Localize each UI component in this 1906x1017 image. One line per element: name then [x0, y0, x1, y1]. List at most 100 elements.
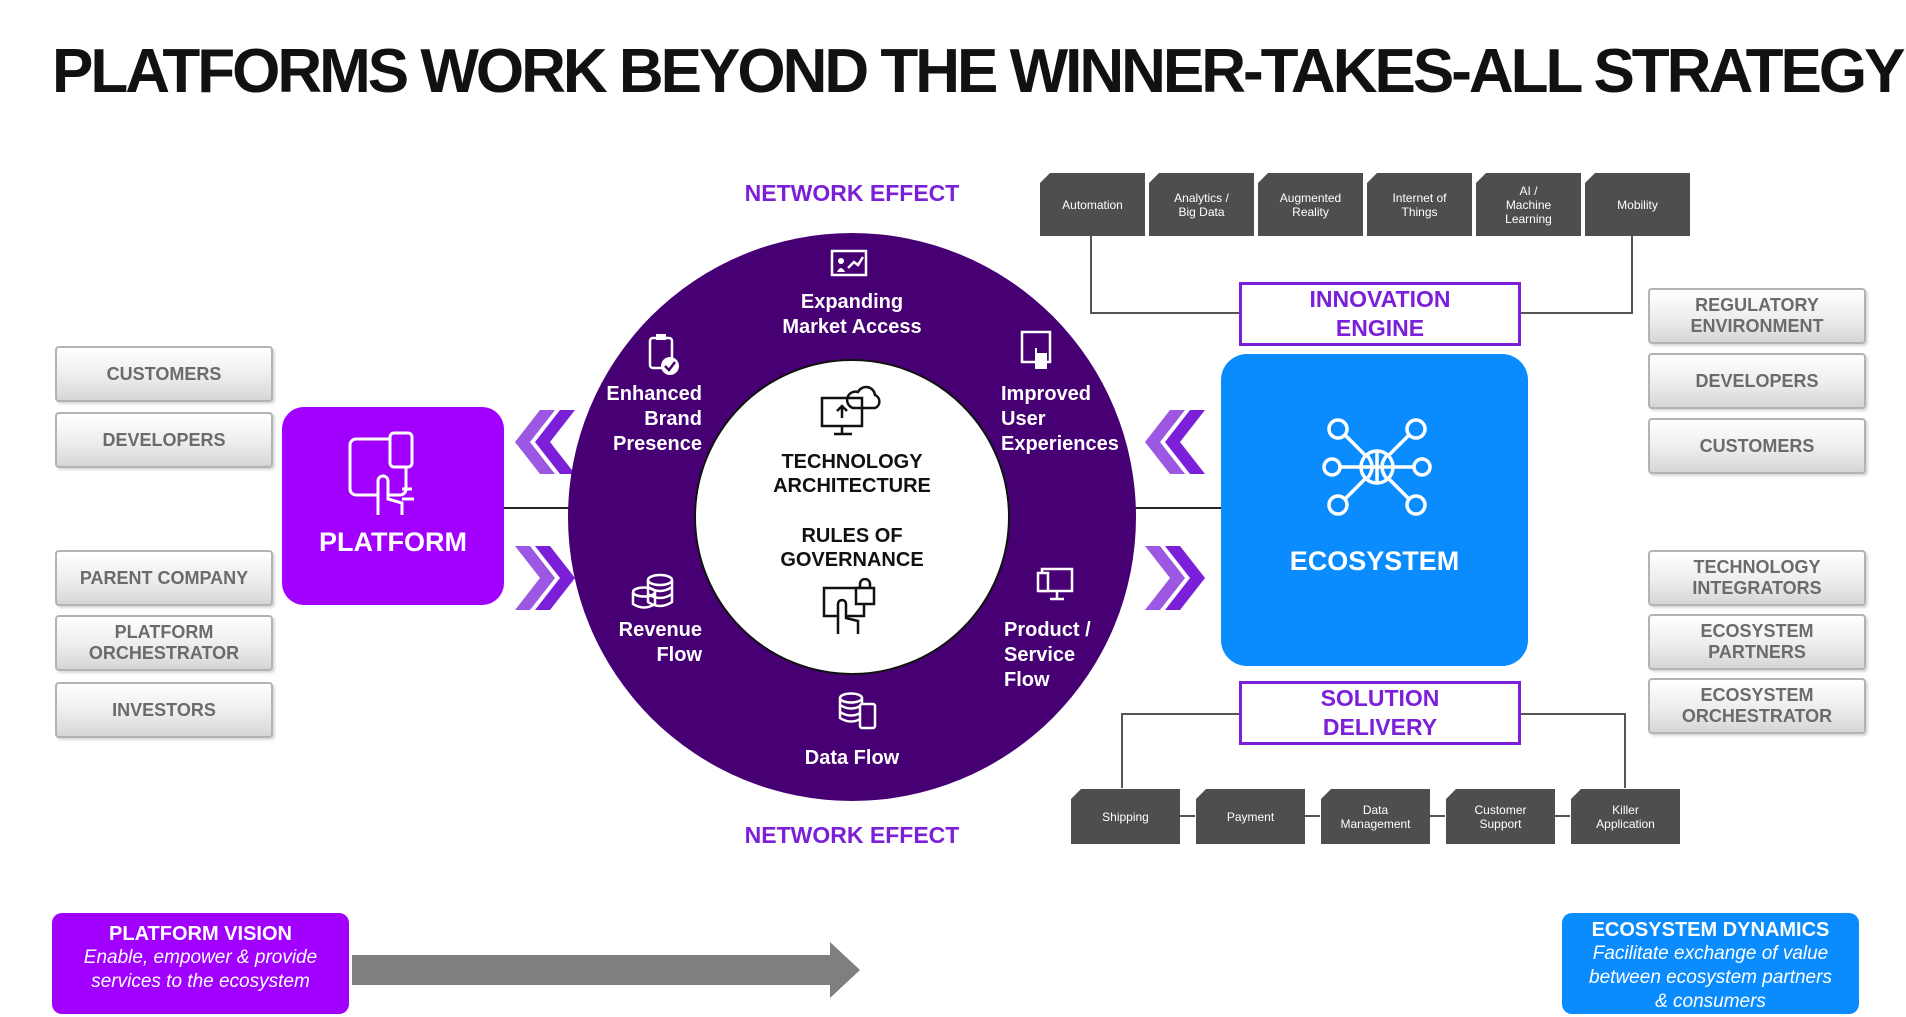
ecosystem-dynamics-line: & consumers	[1655, 991, 1766, 1012]
item-text-line: Data	[1362, 802, 1389, 817]
ecosystem-dynamics-box: ECOSYSTEM DYNAMICS Facilitate exchange o…	[1562, 913, 1859, 1014]
delivery-item-shipping: Shipping	[1071, 789, 1180, 844]
delivery-item-payment: Payment	[1196, 789, 1305, 844]
ring-text-line: User	[1001, 408, 1046, 430]
ring-text-line: Experiences	[1001, 433, 1119, 455]
ecosystem-dynamics-title: ECOSYSTEM DYNAMICS	[1591, 919, 1830, 941]
ring-product-flow: Product / Service Flow	[1004, 618, 1124, 693]
item-text-line: Learning	[1505, 211, 1552, 226]
delivery-item-killer-application: Killer Application	[1571, 789, 1680, 844]
touch-screen-icon	[1020, 330, 1052, 369]
box-text-line: DELIVERY	[1322, 714, 1438, 740]
ecosystem-dynamics-line: Facilitate exchange of value	[1592, 943, 1829, 964]
item-text-line: Application	[1596, 816, 1655, 831]
global-network-icon	[1322, 418, 1432, 516]
center-text-line: RULES OF	[801, 525, 903, 547]
ring-enhanced-presence: Enhanced Brand Presence	[570, 382, 702, 457]
solution-delivery-box: SOLUTION DELIVERY	[1239, 681, 1521, 745]
right-box-developers: DEVELOPERS	[1648, 353, 1866, 409]
innovation-item-iot: Internet of Things	[1367, 173, 1472, 236]
innovation-item-ar: Augmented Reality	[1258, 173, 1363, 236]
platform-label: PLATFORM	[319, 527, 467, 557]
network-effect-top-label: NETWORK EFFECT	[744, 180, 960, 206]
left-box-investors: INVESTORS	[55, 682, 273, 738]
ecosystem-label: ECOSYSTEM	[1289, 546, 1460, 576]
platform-vision-title: PLATFORM VISION	[109, 923, 292, 945]
box-text-line: SOLUTION	[1320, 685, 1440, 711]
database-phone-icon	[838, 692, 877, 730]
ring-text-line: Improved	[1001, 383, 1092, 405]
delivery-connector-left	[1121, 713, 1239, 788]
right-box-ecosystem-partners: ECOSYSTEM PARTNERS	[1648, 614, 1866, 670]
innovation-connector-left	[1090, 236, 1239, 314]
right-box-ecosystem-orchestrator: ECOSYSTEM ORCHESTRATOR	[1648, 678, 1866, 734]
ring-text-line: Presence	[613, 433, 702, 455]
vision-arrow	[352, 942, 860, 998]
platform-vision-box: PLATFORM VISION Enable, empower & provid…	[52, 913, 349, 1014]
item-text-line: Reality	[1292, 204, 1329, 219]
center-tech-architecture: TECHNOLOGY ARCHITECTURE	[742, 450, 962, 498]
box-text-line: ENGINE	[1335, 315, 1425, 341]
item-text-line: Things	[1401, 204, 1438, 219]
ring-text-line: Flow	[1004, 669, 1050, 691]
item-text-line: Augmented	[1279, 190, 1342, 205]
item-text-line: Big Data	[1178, 204, 1225, 219]
delivery-connector-right	[1515, 713, 1626, 788]
box-text-line: TECHNOLOGY	[1693, 557, 1821, 577]
left-box-platform-orchestrator: PLATFORM ORCHESTRATOR	[55, 615, 273, 671]
box-text-line: ORCHESTRATOR	[1681, 706, 1833, 726]
box-text-line: PARTNERS	[1708, 642, 1806, 662]
network-effect-bottom-label: NETWORK EFFECT	[744, 822, 960, 848]
item-text-line: Internet of	[1392, 190, 1447, 205]
ring-text-line: Expanding	[800, 291, 904, 313]
item-text-line: Support	[1479, 816, 1522, 831]
ring-data-flow: Data Flow	[804, 747, 900, 769]
innovation-engine-box: INNOVATION ENGINE	[1239, 282, 1521, 346]
box-text-line: INTEGRATORS	[1692, 578, 1822, 598]
center-text-line: TECHNOLOGY	[781, 451, 923, 473]
ecosystem-dynamics-line: between ecosystem partners	[1589, 967, 1832, 988]
platform-vision-line: Enable, empower & provide	[83, 947, 318, 968]
item-text-line: Customer	[1474, 802, 1527, 817]
box-text-line: REGULATORY	[1695, 295, 1819, 315]
platform-box: PLATFORM	[282, 407, 504, 605]
right-box-regulatory: REGULATORY ENVIRONMENT	[1648, 288, 1866, 344]
ring-text-line: Brand	[644, 408, 702, 430]
box-text-line: ECOSYSTEM	[1700, 685, 1814, 705]
item-text-line: AI /	[1519, 183, 1538, 198]
clipboard-check-icon	[648, 334, 679, 375]
item-text-line: Killer	[1612, 802, 1639, 817]
devices-icon	[1036, 567, 1074, 601]
ring-text-line: Revenue	[618, 619, 702, 641]
ring-text-line: Enhanced	[606, 383, 702, 405]
chevron-right-icon	[515, 546, 575, 610]
chevron-left-icon	[515, 410, 575, 474]
box-text-line: ORCHESTRATOR	[88, 643, 240, 663]
box-text-line: INNOVATION	[1309, 286, 1451, 312]
box-text-line: ENVIRONMENT	[1690, 316, 1824, 336]
page-title: PLATFORMS WORK BEYOND THE WINNER-TAKES-A…	[52, 37, 1905, 106]
center-text-line: ARCHITECTURE	[773, 475, 931, 497]
center-rules-governance: RULES OF GOVERNANCE	[742, 524, 962, 572]
left-box-customers: CUSTOMERS	[55, 346, 273, 402]
right-box-tech-integrators: TECHNOLOGY INTEGRATORS	[1648, 550, 1866, 606]
item-text-line: Analytics /	[1174, 190, 1229, 205]
innovation-item-mobility: Mobility	[1585, 173, 1690, 236]
item-text-line: Machine	[1505, 197, 1552, 212]
center-text-line: GOVERNANCE	[780, 549, 924, 571]
innovation-connector-right	[1515, 236, 1633, 314]
innovation-item-ai: AI / Machine Learning	[1476, 173, 1581, 236]
ring-text-line: Service	[1004, 644, 1076, 666]
chevron-right-icon	[1145, 546, 1205, 610]
item-text-line: Management	[1340, 816, 1411, 831]
box-text-line: PLATFORM	[114, 622, 214, 642]
ring-text-line: Market Access	[782, 316, 922, 338]
platform-vision-line: services to the ecosystem	[91, 971, 310, 992]
ecosystem-box: ECOSYSTEM	[1221, 354, 1528, 666]
delivery-item-data-management: Data Management	[1321, 789, 1430, 844]
ring-expanding-access: Expanding Market Access	[752, 290, 952, 340]
box-text-line: ECOSYSTEM	[1700, 621, 1814, 641]
devices-touch-icon	[348, 431, 414, 515]
left-box-parent-company: PARENT COMPANY	[55, 550, 273, 606]
